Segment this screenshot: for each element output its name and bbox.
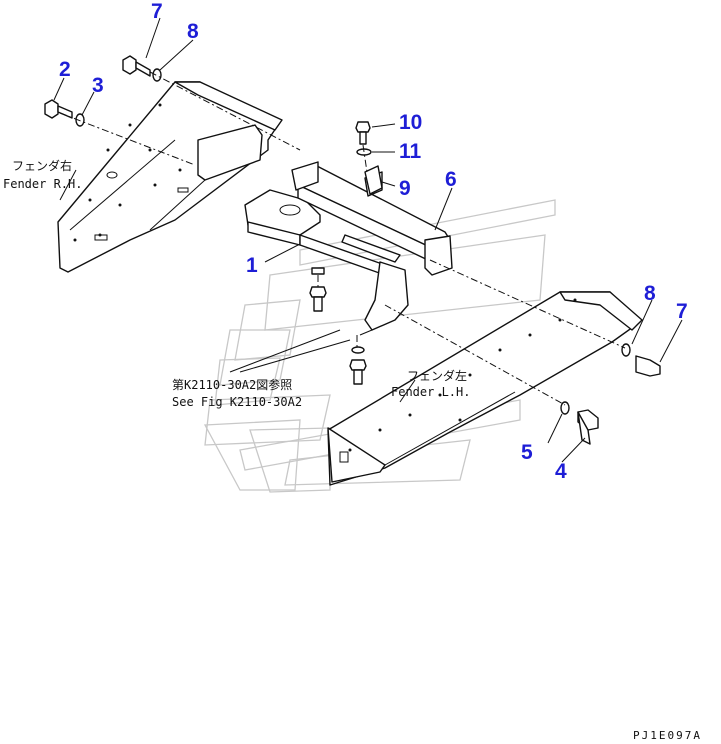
notes: フェンダ右 Fender R.H. フェンダ左 Fender L.H. 第K21… bbox=[3, 158, 702, 742]
watermark-logo bbox=[203, 199, 556, 493]
callout-5: 5 bbox=[521, 441, 533, 464]
bracket-main bbox=[244, 189, 409, 336]
fasteners bbox=[44, 55, 661, 445]
callout-3: 3 bbox=[92, 74, 104, 97]
callout-11: 11 bbox=[399, 140, 422, 163]
callout-7-top: 7 bbox=[151, 0, 163, 23]
callout-9: 9 bbox=[399, 177, 411, 200]
callout-8-top: 8 bbox=[187, 20, 199, 43]
callout-6: 6 bbox=[445, 168, 457, 191]
assembly-center-lines bbox=[59, 71, 626, 406]
note-fender-lh-jp: フェンダ左 bbox=[407, 368, 467, 383]
note-fender-lh-en: Fender L.H. bbox=[391, 385, 470, 399]
note-see-fig-jp: 第K2110-30A2図参照 bbox=[172, 377, 292, 392]
callout-4: 4 bbox=[555, 460, 567, 483]
fender-rh bbox=[57, 81, 283, 273]
callout-10: 10 bbox=[399, 111, 422, 134]
callout-numbers: 7 8 2 3 10 11 9 6 1 8 7 5 4 bbox=[59, 0, 688, 483]
fender-lh bbox=[327, 291, 643, 486]
note-see-fig-en: See Fig K2110-30A2 bbox=[172, 395, 302, 409]
drawing-code: PJ1E097A bbox=[633, 729, 702, 742]
callout-1: 1 bbox=[246, 254, 258, 277]
leader-lines bbox=[53, 17, 683, 463]
callout-7-right: 7 bbox=[676, 300, 688, 323]
callout-8-right: 8 bbox=[644, 282, 656, 305]
callout-2: 2 bbox=[59, 58, 71, 81]
note-fender-rh-jp: フェンダ右 bbox=[12, 158, 72, 173]
note-fender-rh-en: Fender R.H. bbox=[3, 177, 82, 191]
